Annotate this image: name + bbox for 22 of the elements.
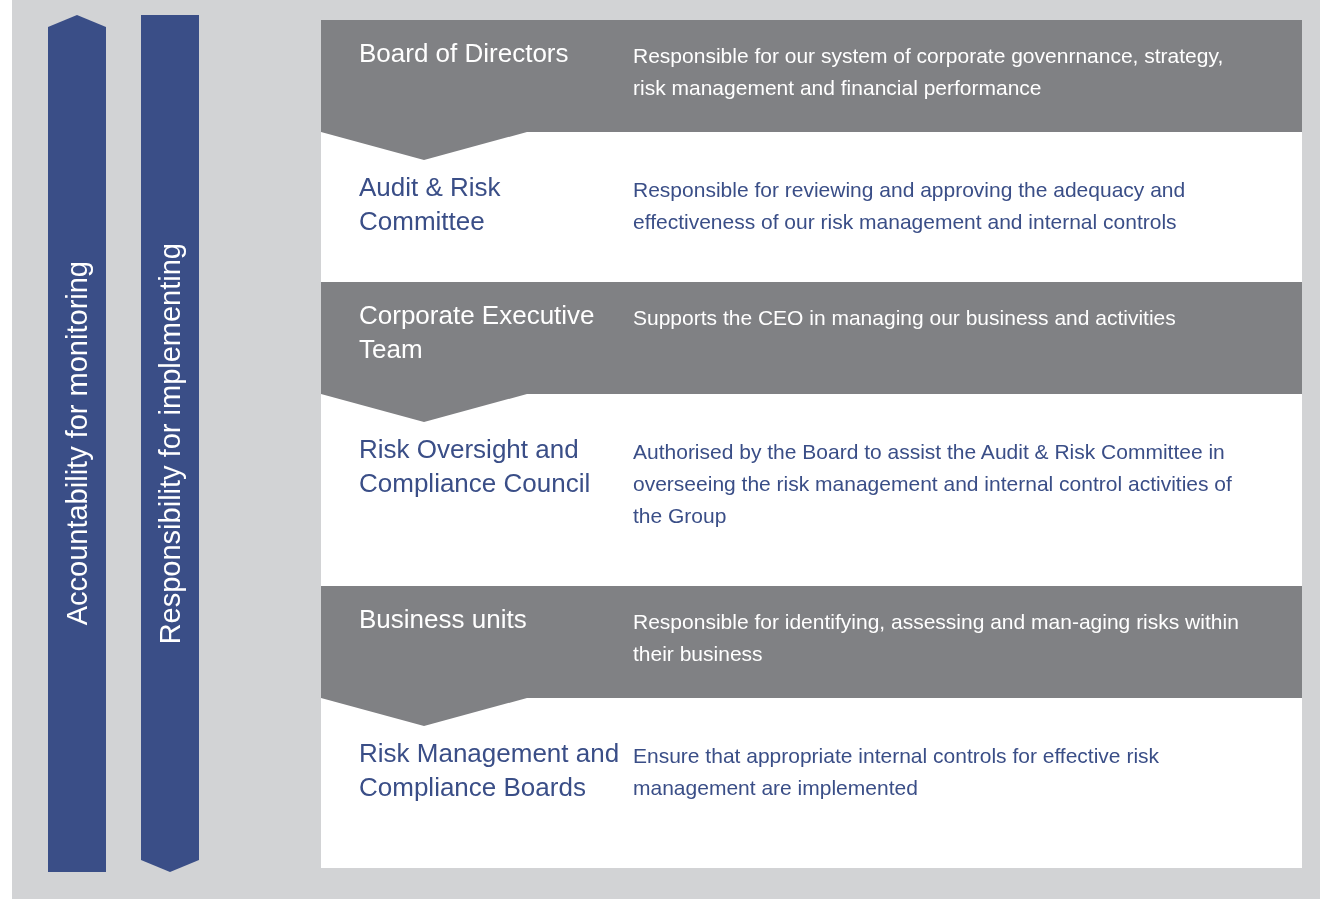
tier-title: Corporate Executive Team bbox=[359, 299, 596, 366]
tier-band bbox=[321, 132, 1302, 282]
tier-description: Authorised by the Board to assist the Audit & Risk Committee in overseeing the risk management and internal control activities of the Group bbox=[633, 439, 1233, 529]
chevron-arrow bbox=[321, 394, 527, 422]
tier-title: Risk Management and Compliance Boards bbox=[359, 737, 621, 804]
tier-title: Risk Oversight and Compliance Council bbox=[359, 433, 592, 500]
tier-title: Board of Directors bbox=[359, 37, 570, 70]
tier-description: Responsible for identifying, assessing and man-aging risks within their business bbox=[633, 609, 1240, 667]
tier-description: Responsible for our system of corporate govenrnance, strategy, risk management and financial performance bbox=[633, 43, 1225, 101]
tier-band bbox=[321, 698, 1302, 868]
downward-arrow-band bbox=[141, 15, 199, 872]
tier-description: Ensure that appropriate internal controls for effective risk management are implemented bbox=[633, 743, 1161, 801]
tier-title: Business units bbox=[359, 603, 528, 636]
vertical-label: Responsibility for implementing bbox=[155, 242, 185, 645]
chevron-arrow bbox=[321, 132, 527, 160]
tier-description: Responsible for reviewing and approving the adequacy and effectiveness of our risk management and internal controls bbox=[633, 177, 1187, 235]
tier-description: Supports the CEO in managing our business and activities bbox=[633, 305, 1177, 331]
chevron-arrow bbox=[321, 698, 527, 726]
upward-arrow-band bbox=[48, 15, 106, 872]
tier-band bbox=[321, 394, 1302, 586]
vertical-label: Accountability for monitoring bbox=[62, 261, 92, 626]
tier-title: Audit & Risk Committee bbox=[359, 171, 502, 238]
